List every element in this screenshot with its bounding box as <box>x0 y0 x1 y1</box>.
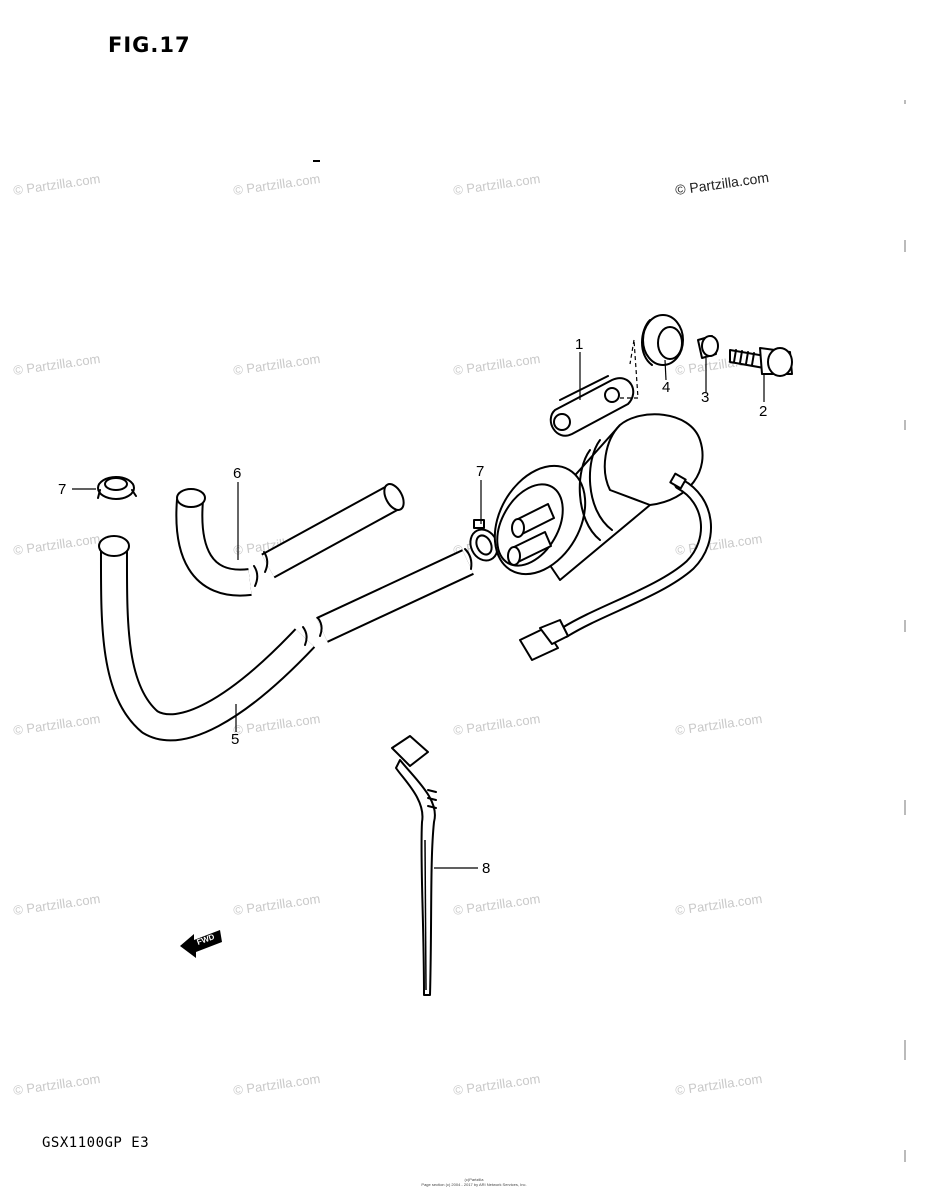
watermark: © Partzilla.com <box>232 711 321 738</box>
callout-2: 2 <box>759 403 767 420</box>
callout-7-right: 7 <box>476 463 484 480</box>
forward-arrow-icon: FWD <box>180 930 222 958</box>
fuel-pump-1 <box>493 375 704 581</box>
mounting-bolt-2 <box>729 347 793 377</box>
callout-5: 5 <box>231 731 239 748</box>
pump-wire-lead <box>519 472 712 661</box>
footer-line-1: (c)Partzilla <box>464 1177 484 1182</box>
figure-title: FIG.17 <box>108 33 191 57</box>
watermark: © Partzilla.com <box>232 351 321 378</box>
fuel-hose-5 <box>98 535 474 742</box>
watermark: © Partzilla.com <box>12 891 101 918</box>
callout-7-left: 7 <box>58 481 66 498</box>
watermark: © Partzilla.com <box>12 171 101 198</box>
watermark: © Partzilla.com <box>674 711 763 738</box>
hose-clamp-7-left <box>97 476 137 500</box>
watermark: © Partzilla.com <box>232 891 321 918</box>
footer-line-2: Page section (c) 2004 - 2017 by ARI Netw… <box>421 1182 527 1187</box>
spacer-collar-3 <box>697 335 719 359</box>
watermark: © Partzilla.com <box>12 531 101 558</box>
callout-3: 3 <box>701 389 709 406</box>
cable-tie-8 <box>391 735 437 996</box>
watermark: © Partzilla.com <box>452 891 541 918</box>
watermark: © Partzilla.com <box>452 351 541 378</box>
model-code: GSX1100GP E3 <box>42 1135 150 1151</box>
watermark: © Partzilla.com <box>674 531 763 558</box>
watermark: © Partzilla.com <box>12 351 101 378</box>
hose-clamp-7-right <box>469 519 499 562</box>
watermark: © Partzilla.com <box>12 1071 101 1098</box>
watermark: © Partzilla.com <box>674 891 763 918</box>
watermark: © Partzilla.com <box>232 171 321 198</box>
callout-1: 1 <box>575 336 583 353</box>
watermark: © Partzilla.com <box>452 711 541 738</box>
scan-marks <box>313 100 906 1162</box>
callout-6: 6 <box>233 465 241 482</box>
watermark: © Partzilla.com <box>232 1071 321 1098</box>
fuel-hose-6 <box>175 483 405 597</box>
watermark: © Partzilla.com <box>452 1071 541 1098</box>
watermark: © Partzilla.com <box>674 1071 763 1098</box>
callout-4: 4 <box>662 379 670 396</box>
page-footer: (c)Partzilla Page section (c) 2004 - 201… <box>404 1177 544 1187</box>
watermark: © Partzilla.com <box>12 711 101 738</box>
callout-leaders <box>72 339 765 869</box>
watermark: © Partzilla.com <box>452 171 541 198</box>
callout-8: 8 <box>482 860 490 877</box>
watermark: © Partzilla.com <box>674 169 770 198</box>
callout-labels: 1 2 3 4 5 6 7 7 8 <box>58 336 767 877</box>
cushion-grommet-4 <box>641 314 684 366</box>
